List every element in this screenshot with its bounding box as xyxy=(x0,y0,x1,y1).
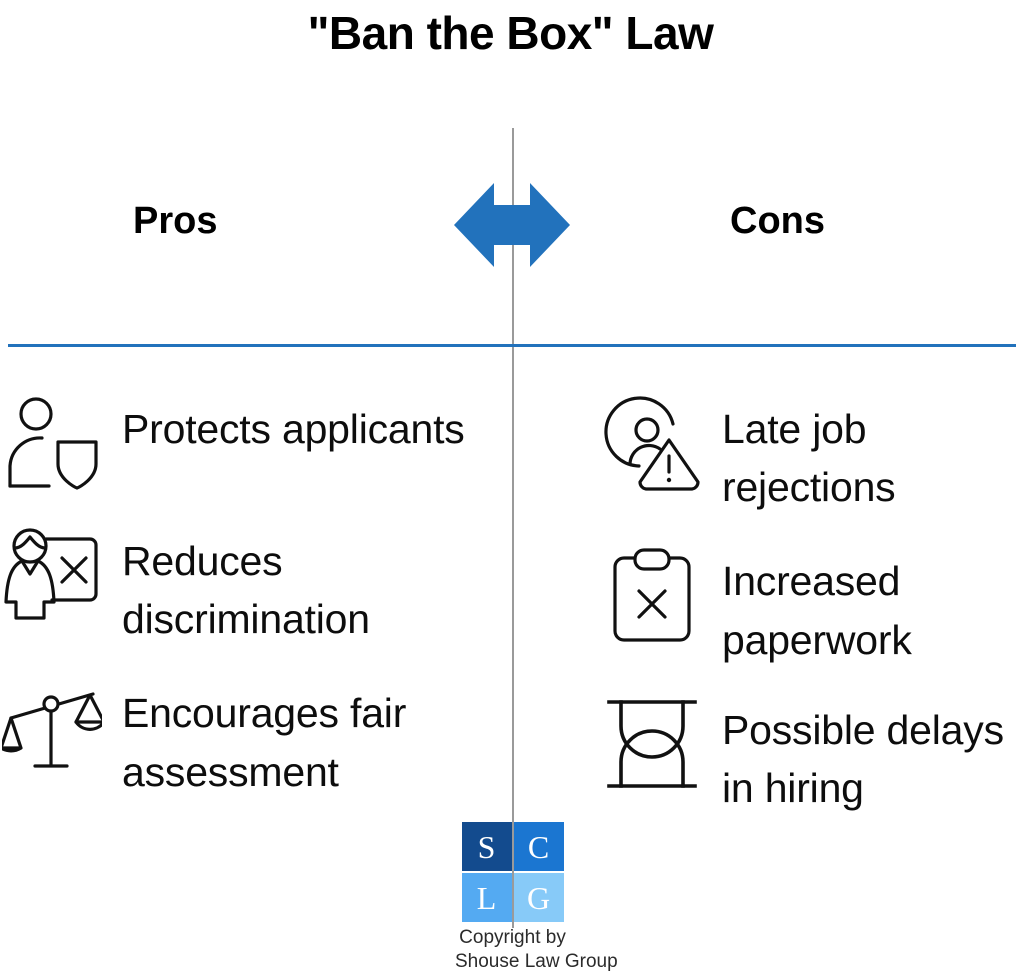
pros-column: Protects applicants Reduces discriminati… xyxy=(0,390,500,819)
list-item: Reduces discrimination xyxy=(0,522,500,648)
list-item-label: Protects applicants xyxy=(122,406,465,452)
list-item: Encourages fair assessment xyxy=(0,674,500,800)
logo-cell-l: L xyxy=(461,873,512,922)
copyright-line-1: Copyright by xyxy=(459,927,566,948)
cons-column: Late job rejections Increased paperwork … xyxy=(600,390,1020,835)
list-item-label: Late job rejections xyxy=(722,406,896,511)
shouse-law-group-logo: S C L G xyxy=(461,822,564,922)
page-title: "Ban the Box" Law xyxy=(307,7,714,59)
copyright-line-2: Shouse Law Group xyxy=(455,950,618,972)
list-item: Possible delays in hiring xyxy=(600,691,1020,817)
vertical-divider xyxy=(512,128,514,928)
cons-heading: Cons xyxy=(730,200,825,242)
logo-cell-c: C xyxy=(513,822,564,871)
double-arrow-left-right-icon xyxy=(452,175,572,275)
horizontal-divider xyxy=(8,344,1016,347)
person-shield-icon xyxy=(0,390,104,494)
balance-scale-icon xyxy=(0,674,104,778)
list-item-label: Possible delays in hiring xyxy=(722,706,1004,812)
list-item-label: Increased paperwork xyxy=(722,558,912,663)
logo-block: S C L G Copyright by Shouse Law Group xyxy=(455,822,618,974)
list-item: Increased paperwork xyxy=(600,542,1020,668)
person-warning-icon xyxy=(600,390,704,494)
list-item-label: Encourages fair assessment xyxy=(122,690,407,795)
clipboard-x-icon xyxy=(600,542,704,646)
logo-cell-s: S xyxy=(461,822,512,871)
copyright-notice: Copyright by Shouse Law Group xyxy=(455,926,618,974)
list-item: Late job rejections xyxy=(600,390,1020,516)
person-no-discrimination-icon xyxy=(0,522,104,626)
hourglass-icon xyxy=(600,691,704,795)
logo-cell-g: G xyxy=(513,873,564,922)
list-item: Protects applicants xyxy=(0,390,500,494)
pros-heading: Pros xyxy=(133,200,218,242)
list-item-label: Reduces discrimination xyxy=(122,538,370,643)
